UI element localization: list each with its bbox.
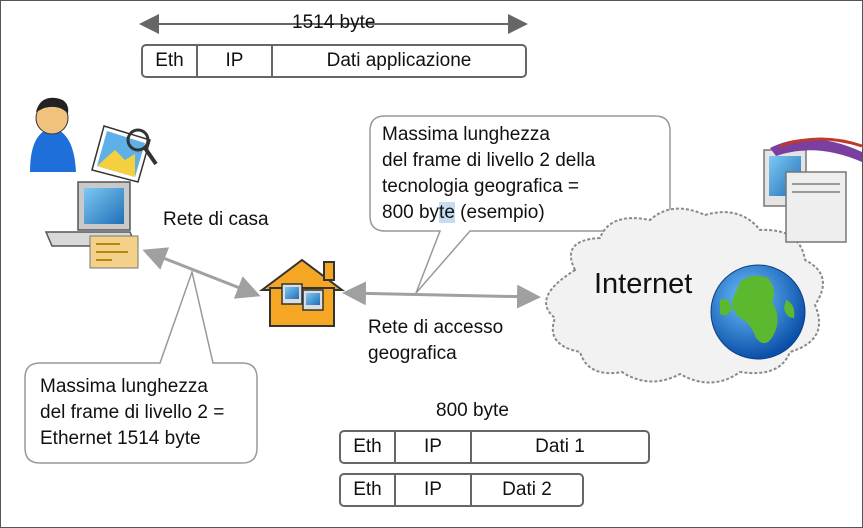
callout-geo-line3: tecnologia geografica =: [382, 176, 580, 197]
callout-geo-balloon: [369, 115, 671, 294]
callout-eth-line2: del frame di livello 2 =: [40, 402, 225, 423]
home-link-arrow: [142, 247, 261, 299]
callout-geo-line2: del frame di livello 2 della: [382, 150, 596, 171]
frame2-data-cell: Dati 2: [470, 473, 584, 507]
bottom-frames-size-label: 800 byte: [436, 400, 509, 421]
callout-eth-balloon: [24, 269, 258, 464]
top-frame-ip-cell: IP: [196, 44, 273, 78]
callout-eth-line3: Ethernet 1514 byte: [40, 428, 201, 449]
globe-icon: [710, 264, 806, 360]
frame2-ip-cell: IP: [394, 473, 472, 507]
access-network-label-line1: Rete di accesso: [368, 317, 504, 338]
callout-geo-line1: Massima lunghezza: [382, 124, 550, 145]
frame1-eth-cell: Eth: [339, 430, 396, 464]
server-icon: [763, 137, 863, 243]
frame1-ip-cell: IP: [394, 430, 472, 464]
frame2-eth-cell: Eth: [339, 473, 396, 507]
home-network-label: Rete di casa: [163, 209, 269, 230]
top-frame-eth-cell: Eth: [141, 44, 198, 78]
client-pc-icon: [44, 181, 139, 269]
top-frame-data-cell: Dati applicazione: [271, 44, 527, 78]
home-router-icon: [259, 258, 345, 327]
callout-geo-line4: 800 byte (esempio): [382, 202, 545, 223]
callout-eth-line1: Massima lunghezza: [40, 376, 208, 397]
user-icon: [30, 97, 76, 172]
internet-label: Internet: [594, 268, 693, 300]
image-search-icon: [91, 125, 158, 183]
top-frame-size-label: 1514 byte: [292, 12, 376, 33]
frame1-data-cell: Dati 1: [470, 430, 650, 464]
access-link-arrow: [342, 281, 541, 309]
access-network-label-line2: geografica: [368, 343, 457, 364]
